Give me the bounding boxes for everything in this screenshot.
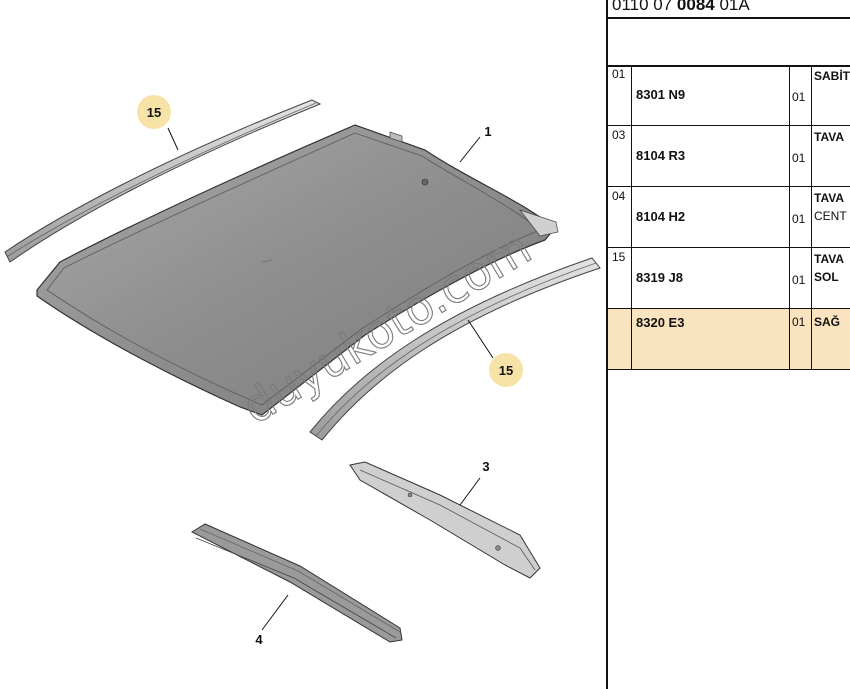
row-desc: TAVA xyxy=(814,130,844,144)
row-part-cell: 8320 E3 xyxy=(632,309,790,369)
row-ref: 15 xyxy=(608,248,632,308)
callout-1-label: 1 xyxy=(484,124,491,139)
row-part-cell: 8319 J8 xyxy=(632,248,790,308)
callout-15-right[interactable]: 15 xyxy=(489,353,523,387)
row-qty: 01 xyxy=(792,212,806,226)
leader-line-15a xyxy=(167,127,179,151)
diagram-reference-code: 0110 07 0084 01A xyxy=(612,0,750,15)
callout-1[interactable]: 1 xyxy=(484,124,491,139)
leader-line-1 xyxy=(459,136,481,163)
row-qty-cell: 01 xyxy=(790,248,812,308)
row-desc-cell: TAVA SOL xyxy=(812,248,850,308)
roof-cross-member-front[interactable] xyxy=(349,461,541,579)
ref-code-number: 0084 xyxy=(676,0,715,14)
parts-list-panel: 0110 07 0084 01A 01 8301 N9 01 SABİT 03 … xyxy=(606,0,850,689)
row-qty: 01 xyxy=(792,151,806,165)
callout-3[interactable]: 3 xyxy=(482,459,489,474)
roof-panel[interactable] xyxy=(36,124,559,416)
parts-row-15[interactable]: 15 8319 J8 01 TAVA SOL xyxy=(608,248,850,309)
row-part-cell: 8104 H2 xyxy=(632,187,790,247)
row-desc: TAVA xyxy=(814,191,844,205)
roof-molding-left[interactable] xyxy=(4,99,322,263)
row-desc-sub: SOL xyxy=(814,270,839,284)
row-part-number[interactable]: 8320 E3 xyxy=(636,315,685,330)
parts-row-01[interactable]: 01 8301 N9 01 SABİT xyxy=(608,65,850,126)
diagram-canvas: 15 1 15 3 4 duyukoto.com xyxy=(4,95,601,647)
ref-code-prefix: 0110 07 xyxy=(612,0,677,14)
row-desc-cell: SABİT xyxy=(812,65,850,125)
row-desc: SABİT xyxy=(814,69,850,83)
row-ref: 04 xyxy=(608,187,632,247)
row-desc-cell: SAĞ xyxy=(812,309,850,369)
callout-3-label: 3 xyxy=(482,459,489,474)
row-ref: 03 xyxy=(608,126,632,186)
leader-line-4 xyxy=(261,594,289,631)
row-qty-cell: 01 xyxy=(790,187,812,247)
row-desc-cell: TAVA xyxy=(812,126,850,186)
row-desc-cell: TAVA CENT xyxy=(812,187,850,247)
roof-molding-right[interactable] xyxy=(309,257,601,441)
row-part-number[interactable]: 8301 N9 xyxy=(636,87,686,102)
row-ref: 01 xyxy=(608,65,632,125)
row-desc: SAĞ xyxy=(814,315,841,329)
row-qty: 01 xyxy=(792,273,806,287)
row-desc: TAVA xyxy=(814,252,844,266)
ref-code-suffix: 01A xyxy=(714,0,750,14)
row-desc-sub: CENT xyxy=(814,209,847,223)
parts-table-header xyxy=(608,17,850,67)
leader-line-3 xyxy=(459,477,481,506)
row-part-cell: 8104 R3 xyxy=(632,126,790,186)
callout-4-label: 4 xyxy=(255,632,263,647)
parts-diagram: 15 1 15 3 4 duyukoto.com xyxy=(4,95,601,647)
row-qty: 01 xyxy=(792,90,806,104)
parts-row-04[interactable]: 04 8104 H2 01 TAVA CENT xyxy=(608,187,850,248)
callout-4[interactable]: 4 xyxy=(255,632,263,647)
row-qty-cell: 01 xyxy=(790,309,812,369)
row-qty-cell: 01 xyxy=(790,65,812,125)
parts-row-03[interactable]: 03 8104 R3 01 TAVA xyxy=(608,126,850,187)
row-qty-cell: 01 xyxy=(790,126,812,186)
row-part-number[interactable]: 8104 R3 xyxy=(636,148,686,163)
row-part-number[interactable]: 8319 J8 xyxy=(636,270,683,285)
leader-line-15b xyxy=(467,319,494,359)
callout-15-left[interactable]: 15 xyxy=(137,95,171,129)
callout-15-right-label: 15 xyxy=(499,363,513,378)
roof-cross-member-rear[interactable] xyxy=(190,523,403,643)
row-part-cell: 8301 N9 xyxy=(632,65,790,125)
row-part-number[interactable]: 8104 H2 xyxy=(636,209,686,224)
row-ref xyxy=(608,309,632,369)
row-qty: 01 xyxy=(792,315,806,329)
parts-row-15-right[interactable]: 8320 E3 01 SAĞ xyxy=(608,309,850,370)
callout-15-left-label: 15 xyxy=(147,105,161,120)
